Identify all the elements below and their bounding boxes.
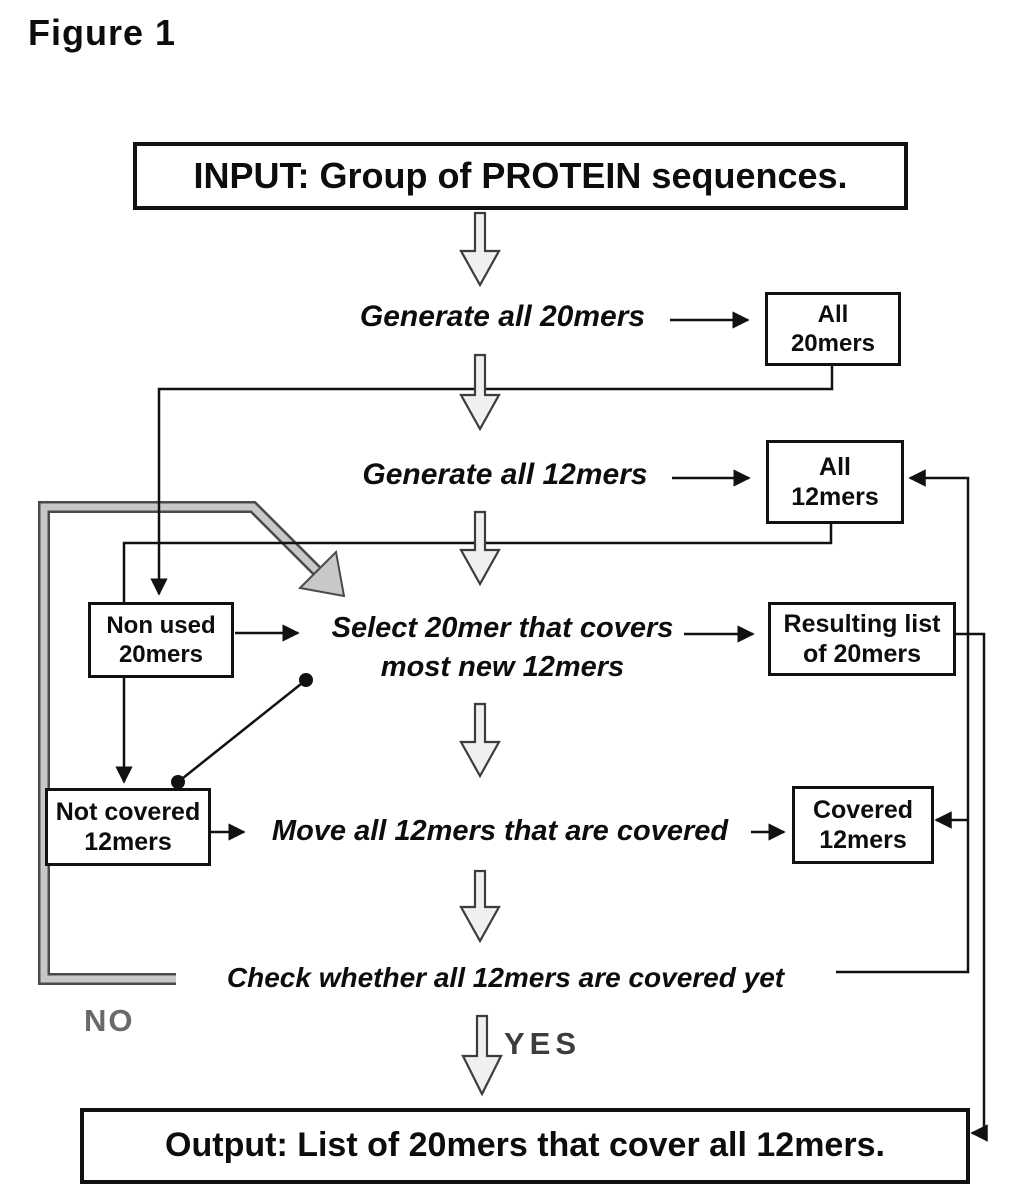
output-node-label: Output: List of 20mers that cover all 12…	[165, 1126, 885, 1165]
resulting-list-node: Resulting list of 20mers	[768, 602, 956, 676]
non-used-line2: 20mers	[118, 641, 204, 668]
not-covered-12mers-node: Not covered 12mers	[45, 788, 211, 866]
all-12mers-node: All 12mers	[766, 440, 904, 524]
down-arrow-icon-input	[459, 211, 501, 288]
check-covered-step: Check whether all 12mers are covered yet	[226, 962, 785, 993]
not-covered-line2: 12mers	[84, 828, 172, 856]
move-12mers-step: Move all 12mers that are covered	[271, 815, 729, 847]
hollow-down-arrows	[459, 211, 503, 1097]
figure-title: Figure 1	[28, 12, 177, 53]
link-dot-top	[299, 673, 313, 687]
resulting-list-line2: of 20mers	[802, 640, 922, 668]
all-20mers-node: All 20mers	[765, 292, 901, 366]
down-arrow-icon-yes	[461, 1014, 503, 1097]
all-12mers-line2: 12mers	[791, 483, 879, 511]
covered-12mers-node: Covered 12mers	[792, 786, 934, 864]
covered-line1: Covered	[812, 795, 914, 824]
down-arrow-icon-gen20	[459, 353, 501, 432]
select-20mer-line1: Select 20mer that covers	[331, 612, 674, 644]
no-loop-arrow	[38, 501, 346, 985]
generate-12mers-step: Generate all 12mers	[362, 458, 648, 491]
all20mers-to-nonused-line	[150, 362, 834, 596]
input-node-label: INPUT: Group of PROTEIN sequences.	[193, 155, 848, 197]
all-12mers-line1: All	[819, 452, 851, 481]
non-used-20mers-node: Non used 20mers	[88, 602, 234, 678]
resulting-list-line1: Resulting list	[783, 609, 941, 638]
check-to-all12-feedback-line	[836, 469, 970, 974]
not-covered-line1: Not covered	[55, 797, 201, 826]
resulting-to-output-line	[948, 632, 988, 1142]
yes-branch-label: YES	[504, 1026, 582, 1061]
select-20mer-step: Select 20mer that covers most new 12mers	[295, 609, 710, 687]
link-dot-bottom	[171, 775, 185, 789]
non-used-line1: Non used	[106, 611, 216, 639]
all-20mers-line1: All	[817, 300, 849, 328]
input-node: INPUT: Group of PROTEIN sequences.	[133, 142, 908, 210]
all-20mers-line2: 20mers	[790, 330, 876, 357]
down-arrow-icon-select	[459, 702, 501, 779]
covered-line2: 12mers	[819, 826, 907, 854]
output-node: Output: List of 20mers that cover all 12…	[80, 1108, 970, 1184]
select-20mer-line2: most new 12mers	[380, 651, 625, 683]
down-arrow-icon-move	[459, 869, 501, 944]
no-branch-label: NO	[84, 1003, 135, 1038]
down-arrow-icon-gen12	[459, 510, 501, 587]
generate-20mers-step: Generate all 20mers	[359, 300, 646, 333]
select-notcovered-link	[171, 673, 313, 789]
